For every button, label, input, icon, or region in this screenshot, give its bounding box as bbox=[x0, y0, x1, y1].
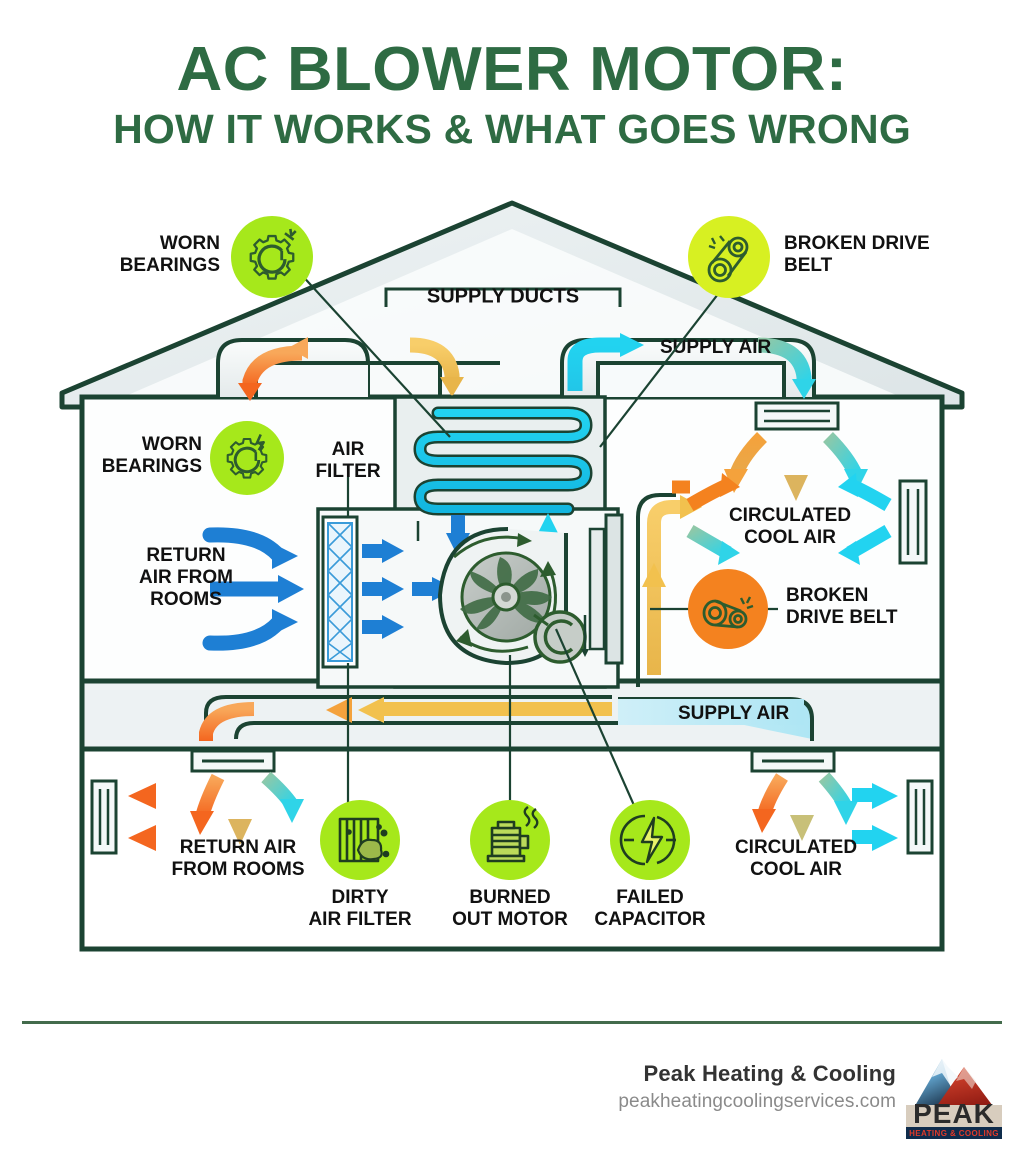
label-return-air-mid-line3: ROOMS bbox=[150, 589, 222, 610]
label-return-air-bottom-line2: FROM ROOMS bbox=[172, 859, 305, 880]
lower-room: RETURN AIR FROM ROOMS CIRCULATED COOL AI… bbox=[90, 749, 934, 880]
label-return-air-mid-line1: RETURN bbox=[146, 545, 225, 566]
badge-label-broken-drive-belt-inner-line1: BROKEN bbox=[786, 585, 868, 606]
mid-floor-supply-plenum: SUPPLY AIR bbox=[199, 695, 814, 741]
badge-failed-capacitor[interactable]: FAILED CAPACITOR bbox=[594, 800, 706, 930]
footer-text-block: Peak Heating & Cooling peakheatingcoolin… bbox=[618, 1061, 896, 1113]
peak-logo: PEAK HEATING & COOLING bbox=[906, 1059, 1002, 1139]
attic-duct-arrows bbox=[238, 333, 816, 401]
badge-broken-drive-belt-top[interactable]: BROKEN DRIVE BELT bbox=[688, 216, 930, 298]
label-supply-ducts: SUPPLY DUCTS bbox=[427, 285, 579, 307]
badge-label-worn-bearings-inner-line2: BEARINGS bbox=[102, 456, 202, 477]
badge-label-burned-out-motor-line2: OUT MOTOR bbox=[452, 909, 568, 930]
evaporator-coil bbox=[413, 406, 593, 516]
badge-burned-out-motor[interactable]: BURNED OUT MOTOR bbox=[452, 800, 568, 930]
footer: Peak Heating & Cooling peakheatingcoolin… bbox=[0, 1055, 1024, 1145]
badge-label-worn-bearings-top-line2: BEARINGS bbox=[120, 255, 220, 276]
logo-wordmark: PEAK bbox=[913, 1098, 995, 1129]
badge-label-broken-drive-belt-inner-line2: DRIVE BELT bbox=[786, 607, 898, 628]
badge-dirty-air-filter[interactable]: DIRTY AIR FILTER bbox=[308, 800, 412, 930]
label-supply-air-upper: SUPPLY AIR bbox=[660, 337, 772, 358]
title-line-1: AC BLOWER MOTOR: bbox=[176, 35, 848, 104]
label-return-air-bottom-line1: RETURN AIR bbox=[180, 837, 297, 858]
badge-worn-bearings-top[interactable]: WORN BEARINGS bbox=[120, 216, 313, 298]
label-circulated-cool-air-mid-line1: CIRCULATED bbox=[729, 505, 851, 526]
title-line-2: HOW IT WORKS & WHAT GOES WRONG bbox=[113, 106, 911, 153]
circulated-cool-air-mid-arrows: CIRCULATED COOL AIR bbox=[686, 401, 928, 565]
label-air-filter-line1: AIR bbox=[332, 439, 365, 460]
badge-worn-bearings-inner[interactable]: WORN BEARINGS bbox=[102, 421, 284, 495]
badge-label-failed-capacitor-line2: CAPACITOR bbox=[594, 909, 705, 930]
badge-label-worn-bearings-inner-line1: WORN bbox=[142, 434, 202, 455]
footer-website-url: peakheatingcoolingservices.com bbox=[618, 1091, 896, 1112]
badge-label-broken-drive-belt-top-line1: BROKEN DRIVE bbox=[784, 233, 930, 254]
logo-tagline: HEATING & COOLING bbox=[909, 1129, 999, 1138]
badge-label-burned-out-motor-line1: BURNED bbox=[469, 887, 550, 908]
label-return-air-mid-line2: AIR FROM bbox=[139, 567, 233, 588]
footer-brand-name: Peak Heating & Cooling bbox=[643, 1061, 896, 1086]
return-air-arrows bbox=[202, 513, 560, 651]
footer-divider bbox=[22, 1021, 1002, 1024]
badge-label-worn-bearings-top-line1: WORN bbox=[160, 233, 220, 254]
label-circulated-cool-air-mid-line2: COOL AIR bbox=[744, 527, 836, 548]
page-title: AC BLOWER MOTOR: HOW IT WORKS & WHAT GOE… bbox=[0, 38, 1024, 150]
label-supply-air-lower: SUPPLY AIR bbox=[678, 703, 790, 724]
badge-label-broken-drive-belt-top-line2: BELT bbox=[784, 255, 833, 276]
badge-label-dirty-air-filter-line2: AIR FILTER bbox=[308, 909, 411, 930]
badge-label-failed-capacitor-line1: FAILED bbox=[616, 887, 684, 908]
label-circulated-cool-air-bottom-line1: CIRCULATED bbox=[735, 837, 857, 858]
blower-assembly bbox=[416, 521, 589, 666]
badge-label-dirty-air-filter-line1: DIRTY bbox=[332, 887, 389, 908]
badge-broken-drive-belt-inner[interactable]: BROKEN DRIVE BELT bbox=[688, 569, 898, 649]
hvac-house-diagram: SUPPLY DUCTS SUPPLY AIR bbox=[59, 200, 965, 952]
label-air-filter-line2: FILTER bbox=[315, 461, 380, 482]
air-filter bbox=[321, 515, 359, 669]
right-riser-duct bbox=[636, 480, 702, 687]
label-circulated-cool-air-bottom-line2: COOL AIR bbox=[750, 859, 842, 880]
